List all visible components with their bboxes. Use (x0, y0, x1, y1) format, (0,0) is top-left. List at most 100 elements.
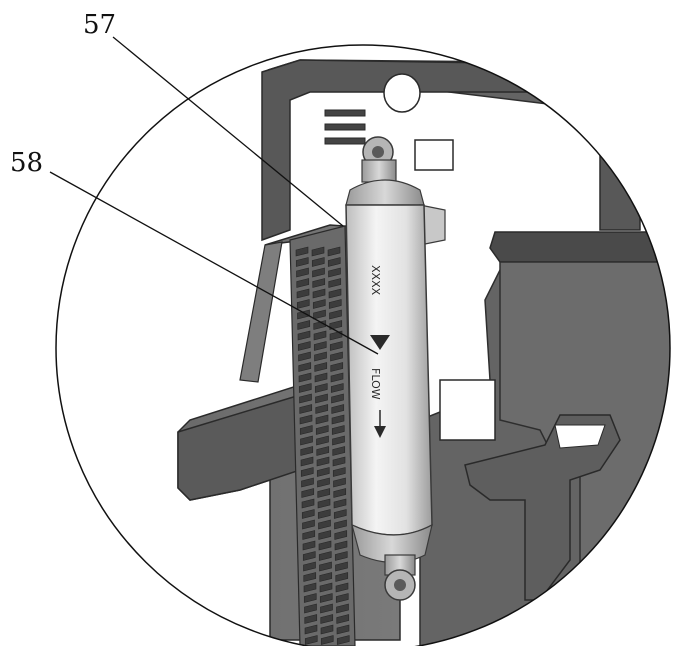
grille-slot (319, 582, 333, 593)
grille-slot (328, 267, 341, 278)
grille-slot (320, 603, 333, 614)
grille-slot (335, 582, 349, 593)
grille-slot (330, 383, 344, 393)
grille-slot (333, 498, 347, 509)
model-marking: XXXX (369, 265, 382, 296)
grille-slot (318, 519, 331, 530)
grille-slot (303, 582, 317, 593)
grille-slot (317, 498, 331, 509)
grille-slot (328, 299, 342, 309)
grille-slot (314, 383, 328, 393)
grille-slot (327, 257, 341, 267)
callout-58: 58 (10, 148, 43, 178)
grille-slot (314, 351, 327, 362)
grille-slot (329, 309, 342, 320)
square-cutout (414, 139, 454, 171)
grille-slot (328, 288, 342, 299)
lower-right-bracket (464, 414, 621, 601)
mounting-hole (383, 73, 421, 113)
grille-slot (319, 593, 333, 603)
grille-slot (302, 530, 316, 540)
grille-slot (297, 341, 311, 351)
grille-slot (300, 435, 313, 446)
bottom-cap (351, 523, 433, 564)
grille-slot (312, 299, 326, 309)
cartridge-body (345, 204, 433, 536)
grille-slot (301, 509, 315, 519)
grille-slot (312, 278, 326, 288)
grille-slot (297, 330, 311, 341)
grille-slot (301, 477, 314, 488)
grille-slot (296, 267, 309, 278)
grille-slot (318, 530, 332, 540)
grille-slot (327, 246, 341, 257)
flow-arrow-head (374, 426, 386, 438)
grille-slot (299, 414, 313, 425)
grille-slot (315, 393, 328, 404)
grille-slot (300, 467, 314, 477)
grille-slot (331, 414, 345, 425)
callout-57: 57 (83, 10, 116, 40)
grille-slot (300, 446, 314, 456)
grille-slot (298, 362, 312, 372)
grille-slot (303, 572, 317, 582)
vent-grille (289, 225, 356, 646)
grille-slot (335, 572, 349, 582)
grille-slot (320, 624, 334, 635)
filter-cartridge: XXXX FLOW (345, 136, 446, 601)
grille-slot (330, 362, 344, 372)
grille-slot (299, 425, 313, 435)
grille-slot (303, 561, 316, 572)
grille-slot (296, 278, 310, 288)
grille-slot (298, 383, 312, 393)
grille-slot (320, 614, 334, 624)
right-shelf (489, 231, 670, 263)
grille-slot (313, 330, 327, 341)
grille-slot (331, 393, 344, 404)
grille-slot (301, 498, 315, 509)
grille-slot (316, 446, 330, 456)
grille-slot (300, 456, 314, 467)
grille-slot (335, 561, 348, 572)
top-cap (345, 179, 425, 206)
top-slots (324, 109, 366, 145)
grille-slot (299, 404, 313, 414)
grille-slot (335, 593, 349, 603)
grille-slot (295, 257, 309, 267)
grille-slot (333, 477, 346, 488)
leader-line-57 (112, 36, 344, 227)
grille-slot (303, 593, 317, 603)
grille-slot (319, 561, 332, 572)
grille-slot (330, 351, 343, 362)
grille-slot (298, 372, 312, 383)
grille-slot (315, 414, 329, 425)
grille-slot (313, 341, 327, 351)
grille-slot (328, 278, 342, 288)
grille-slot (318, 540, 332, 551)
flow-arrow-tail (370, 335, 390, 350)
grille-slot (334, 519, 347, 530)
grille-slot (332, 435, 345, 446)
bracket-window (554, 424, 606, 449)
grille-slot (316, 456, 330, 467)
grille-slot (317, 477, 330, 488)
grille-slot (332, 467, 346, 477)
grille-slot (302, 551, 316, 561)
grille-slot (315, 425, 329, 435)
grille-slot (296, 299, 310, 309)
grille-slot (311, 246, 325, 257)
top-fitting (361, 159, 397, 183)
grille-slot (315, 404, 329, 414)
grille-slot (304, 614, 318, 624)
grille-slot (311, 257, 325, 267)
grille-slot (329, 341, 343, 351)
grille-slot (314, 372, 328, 383)
grille-slot (319, 572, 333, 582)
grille-slot (336, 624, 350, 635)
grille-slot (304, 603, 317, 614)
detail-circle-outline (55, 44, 671, 646)
cavity-opening (439, 379, 496, 441)
leader-line-58 (49, 171, 379, 355)
grille-slot (316, 467, 330, 477)
